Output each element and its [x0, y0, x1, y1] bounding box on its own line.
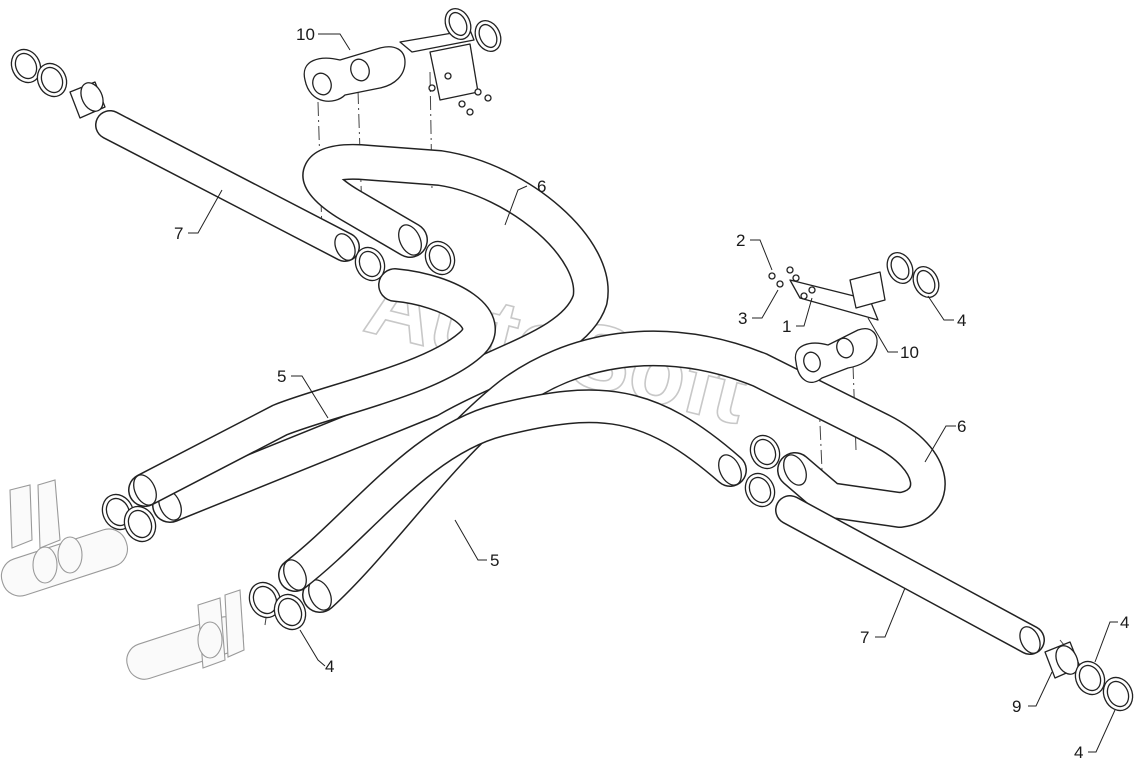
pipe-6-right	[302, 330, 946, 613]
pipe-5-right	[278, 389, 747, 592]
callout-3: 3	[738, 309, 747, 328]
callouts: 10 7 6 5 5 2 3 1 4 10 6 7 4 9 4 4	[174, 25, 1129, 762]
callout-10-right: 10	[900, 343, 919, 362]
right-engine-mount	[126, 589, 245, 680]
callout-4-right-bottom: 4	[1074, 743, 1083, 762]
callout-1: 1	[782, 317, 791, 336]
callout-6-left: 6	[537, 177, 546, 196]
clamps-upper-pipe	[354, 240, 456, 282]
callout-7-right: 7	[860, 628, 869, 647]
pipe-7-left	[95, 110, 360, 262]
callout-4-right-top: 4	[1120, 613, 1129, 632]
callout-7-left: 7	[174, 224, 183, 243]
pipe-7-right	[775, 495, 1045, 655]
sleeve-top-left	[69, 81, 106, 119]
bracket-10-top	[303, 7, 502, 116]
left-engine-mount	[0, 479, 129, 597]
callout-6-right: 6	[957, 417, 966, 436]
clamps-bottom-4	[248, 581, 307, 631]
pipe-6-left	[152, 143, 609, 523]
callout-10-top: 10	[296, 25, 315, 44]
leader-lines	[188, 33, 1118, 753]
callout-4-right-bracket: 4	[957, 311, 966, 330]
callout-9: 9	[1012, 697, 1021, 716]
bracket-10-right	[768, 251, 940, 383]
clamps-right-mid	[744, 434, 781, 508]
clamps-bottom-right	[1074, 660, 1134, 712]
clamps-top-left	[10, 48, 68, 98]
callout-5-left: 5	[277, 367, 286, 386]
callout-2: 2	[736, 231, 745, 250]
callout-4-bottom: 4	[325, 657, 334, 676]
pipe-5-left	[128, 268, 496, 507]
sleeve-9	[1044, 641, 1081, 679]
clamps-left-end	[101, 493, 157, 543]
callout-5-right: 5	[490, 551, 499, 570]
